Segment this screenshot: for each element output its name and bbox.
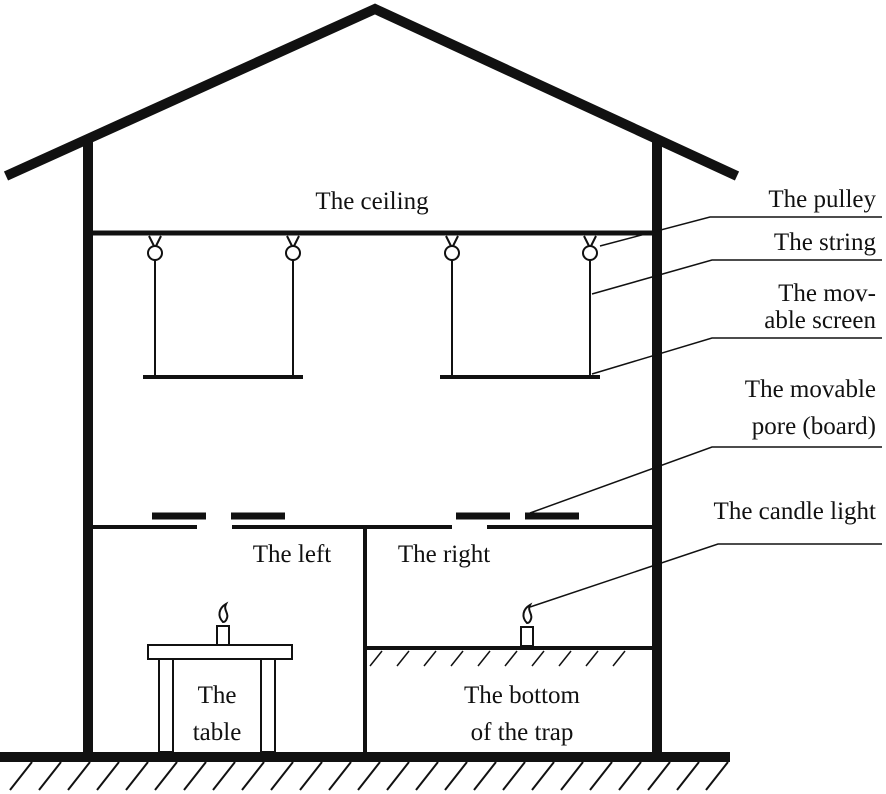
- ground-hatch-line: [386, 761, 410, 791]
- ground-hatch-line: [560, 761, 584, 791]
- label-movable-pore-1: The movable: [745, 376, 876, 403]
- label-bottom-1: The bottom: [464, 682, 581, 709]
- trap-hatch-line: [504, 650, 518, 667]
- ground: [0, 752, 730, 791]
- ground-hatch-line: [125, 761, 149, 791]
- trap-hatch-line: [450, 650, 464, 667]
- table-leg-left: [158, 658, 174, 753]
- ground-hatch-line: [357, 761, 381, 791]
- ground-hatch-line: [299, 761, 323, 791]
- strings: [154, 260, 591, 376]
- ground-hatch-line: [618, 761, 642, 791]
- ground-hatch-line: [38, 761, 62, 791]
- label-pulley: The pulley: [768, 186, 876, 213]
- ground-hatch-line: [676, 761, 700, 791]
- ground-hatch-line: [212, 761, 236, 791]
- ground-hatch-line: [647, 761, 671, 791]
- ground-hatch-line: [328, 761, 352, 791]
- trap-hatch-line: [612, 650, 626, 667]
- roof: [3, 3, 740, 181]
- label-movable-pore-2: pore (board): [752, 413, 876, 440]
- label-table-2: table: [193, 719, 242, 746]
- ground-hatch-line: [9, 761, 33, 791]
- trap-hatch-line: [477, 650, 491, 667]
- ground-hatch-line: [473, 761, 497, 791]
- label-ceiling: The ceiling: [315, 188, 429, 215]
- pulleys: [147, 235, 598, 261]
- ground-hatch-line: [531, 761, 555, 791]
- table: [147, 644, 293, 753]
- leader-movable-pore: [529, 446, 882, 514]
- flame-icon: [218, 601, 229, 624]
- table-top: [147, 644, 293, 660]
- ground-hatch-line: [444, 761, 468, 791]
- label-table-1: The: [198, 682, 237, 709]
- ground-hatch-line: [183, 761, 207, 791]
- leader-candle: [529, 543, 882, 608]
- ground-hatch-line: [154, 761, 178, 791]
- leader-movable-screen: [591, 337, 882, 375]
- trap-hatch-line: [396, 650, 410, 667]
- label-candle-light: The candle light: [714, 498, 876, 525]
- ground-hatch-line: [502, 761, 526, 791]
- trap-hatch-line: [423, 650, 437, 667]
- pulley: [582, 235, 598, 261]
- ground-hatch-line: [415, 761, 439, 791]
- label-left: The left: [253, 541, 331, 568]
- leader-lines: [529, 216, 882, 608]
- trap-hatch-line: [369, 650, 383, 667]
- table-leg-right: [260, 658, 276, 753]
- label-movable-screen-1: The mov-: [778, 280, 876, 307]
- trap-hatch-line: [585, 650, 599, 667]
- ground-hatch-line: [96, 761, 120, 791]
- ground-hatch-line: [705, 761, 729, 791]
- candle-right: [520, 602, 534, 647]
- label-movable-screen-2: able screen: [764, 307, 876, 334]
- trap-hatch-line: [531, 650, 545, 667]
- candle-left: [216, 601, 230, 646]
- pulley: [285, 235, 301, 261]
- trap-bottom-platform: [367, 646, 652, 667]
- pulley: [147, 235, 163, 261]
- label-bottom-2: of the trap: [471, 719, 574, 746]
- trap-hatch-line: [558, 650, 572, 667]
- pulley: [444, 235, 460, 261]
- ground-hatch-line: [589, 761, 613, 791]
- leader-pulley: [599, 216, 882, 247]
- ground-hatch-line: [270, 761, 294, 791]
- flame-icon: [522, 602, 533, 625]
- label-right: The right: [398, 541, 490, 568]
- leader-string: [591, 259, 882, 295]
- label-string: The string: [774, 229, 877, 256]
- ground-hatch-line: [67, 761, 91, 791]
- ground-hatch-line: [241, 761, 265, 791]
